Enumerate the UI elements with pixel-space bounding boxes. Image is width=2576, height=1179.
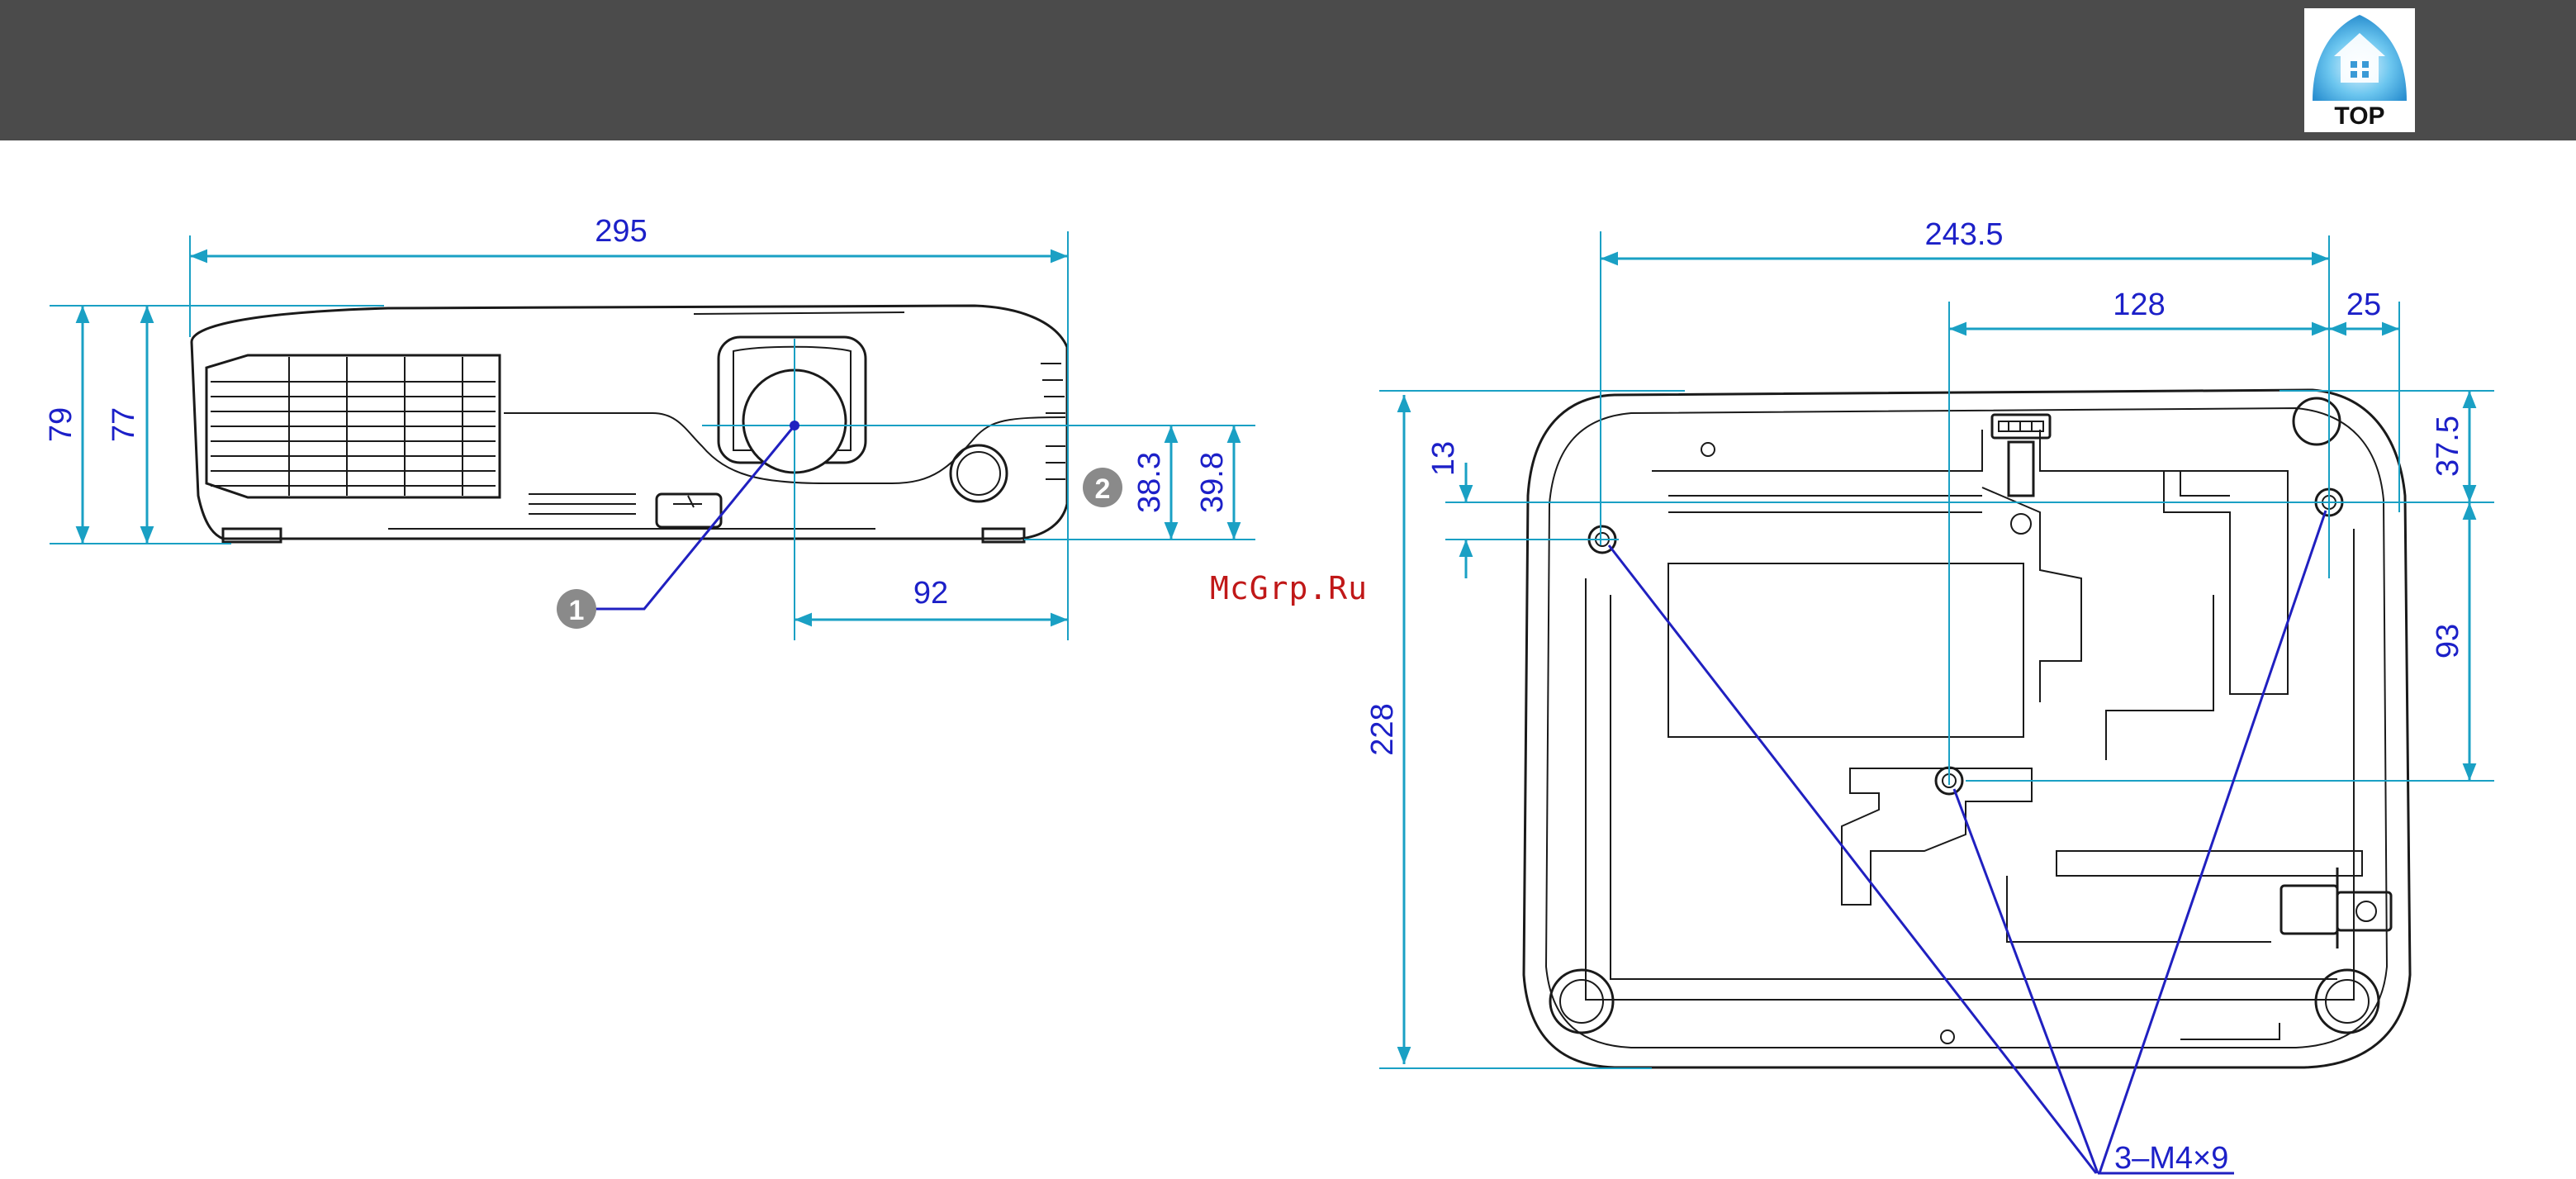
dim-bottom-right-a: 37.5 — [2431, 416, 2465, 477]
front-view: 295 79 77 92 38.3 39.8 1 2 — [44, 214, 1255, 640]
marker-2-label: 2 — [1095, 473, 1111, 505]
dim-front-width: 295 — [595, 214, 647, 249]
dim-bottom-top-offset: 13 — [1426, 441, 1461, 476]
bottom-view: 243.5 128 25 228 13 37.5 93 3–M4×9 — [1365, 217, 2494, 1176]
screw-spec-label: 3–M4×9 — [2114, 1141, 2228, 1176]
dim-bottom-span-center: 128 — [2113, 288, 2165, 322]
dim-lens-height-b: 39.8 — [1195, 452, 1230, 513]
dim-bottom-span-holes: 243.5 — [1924, 217, 2003, 252]
dim-lens-offset: 92 — [913, 576, 948, 611]
dim-bottom-right-b: 93 — [2431, 624, 2465, 658]
dim-bottom-depth: 228 — [1365, 703, 1400, 755]
dim-front-height-total: 79 — [44, 407, 78, 442]
dim-lens-height-a: 38.3 — [1132, 452, 1167, 513]
marker-1-label: 1 — [569, 595, 585, 626]
dim-bottom-side-offset: 25 — [2346, 288, 2381, 322]
dim-front-height-body: 77 — [107, 407, 141, 442]
